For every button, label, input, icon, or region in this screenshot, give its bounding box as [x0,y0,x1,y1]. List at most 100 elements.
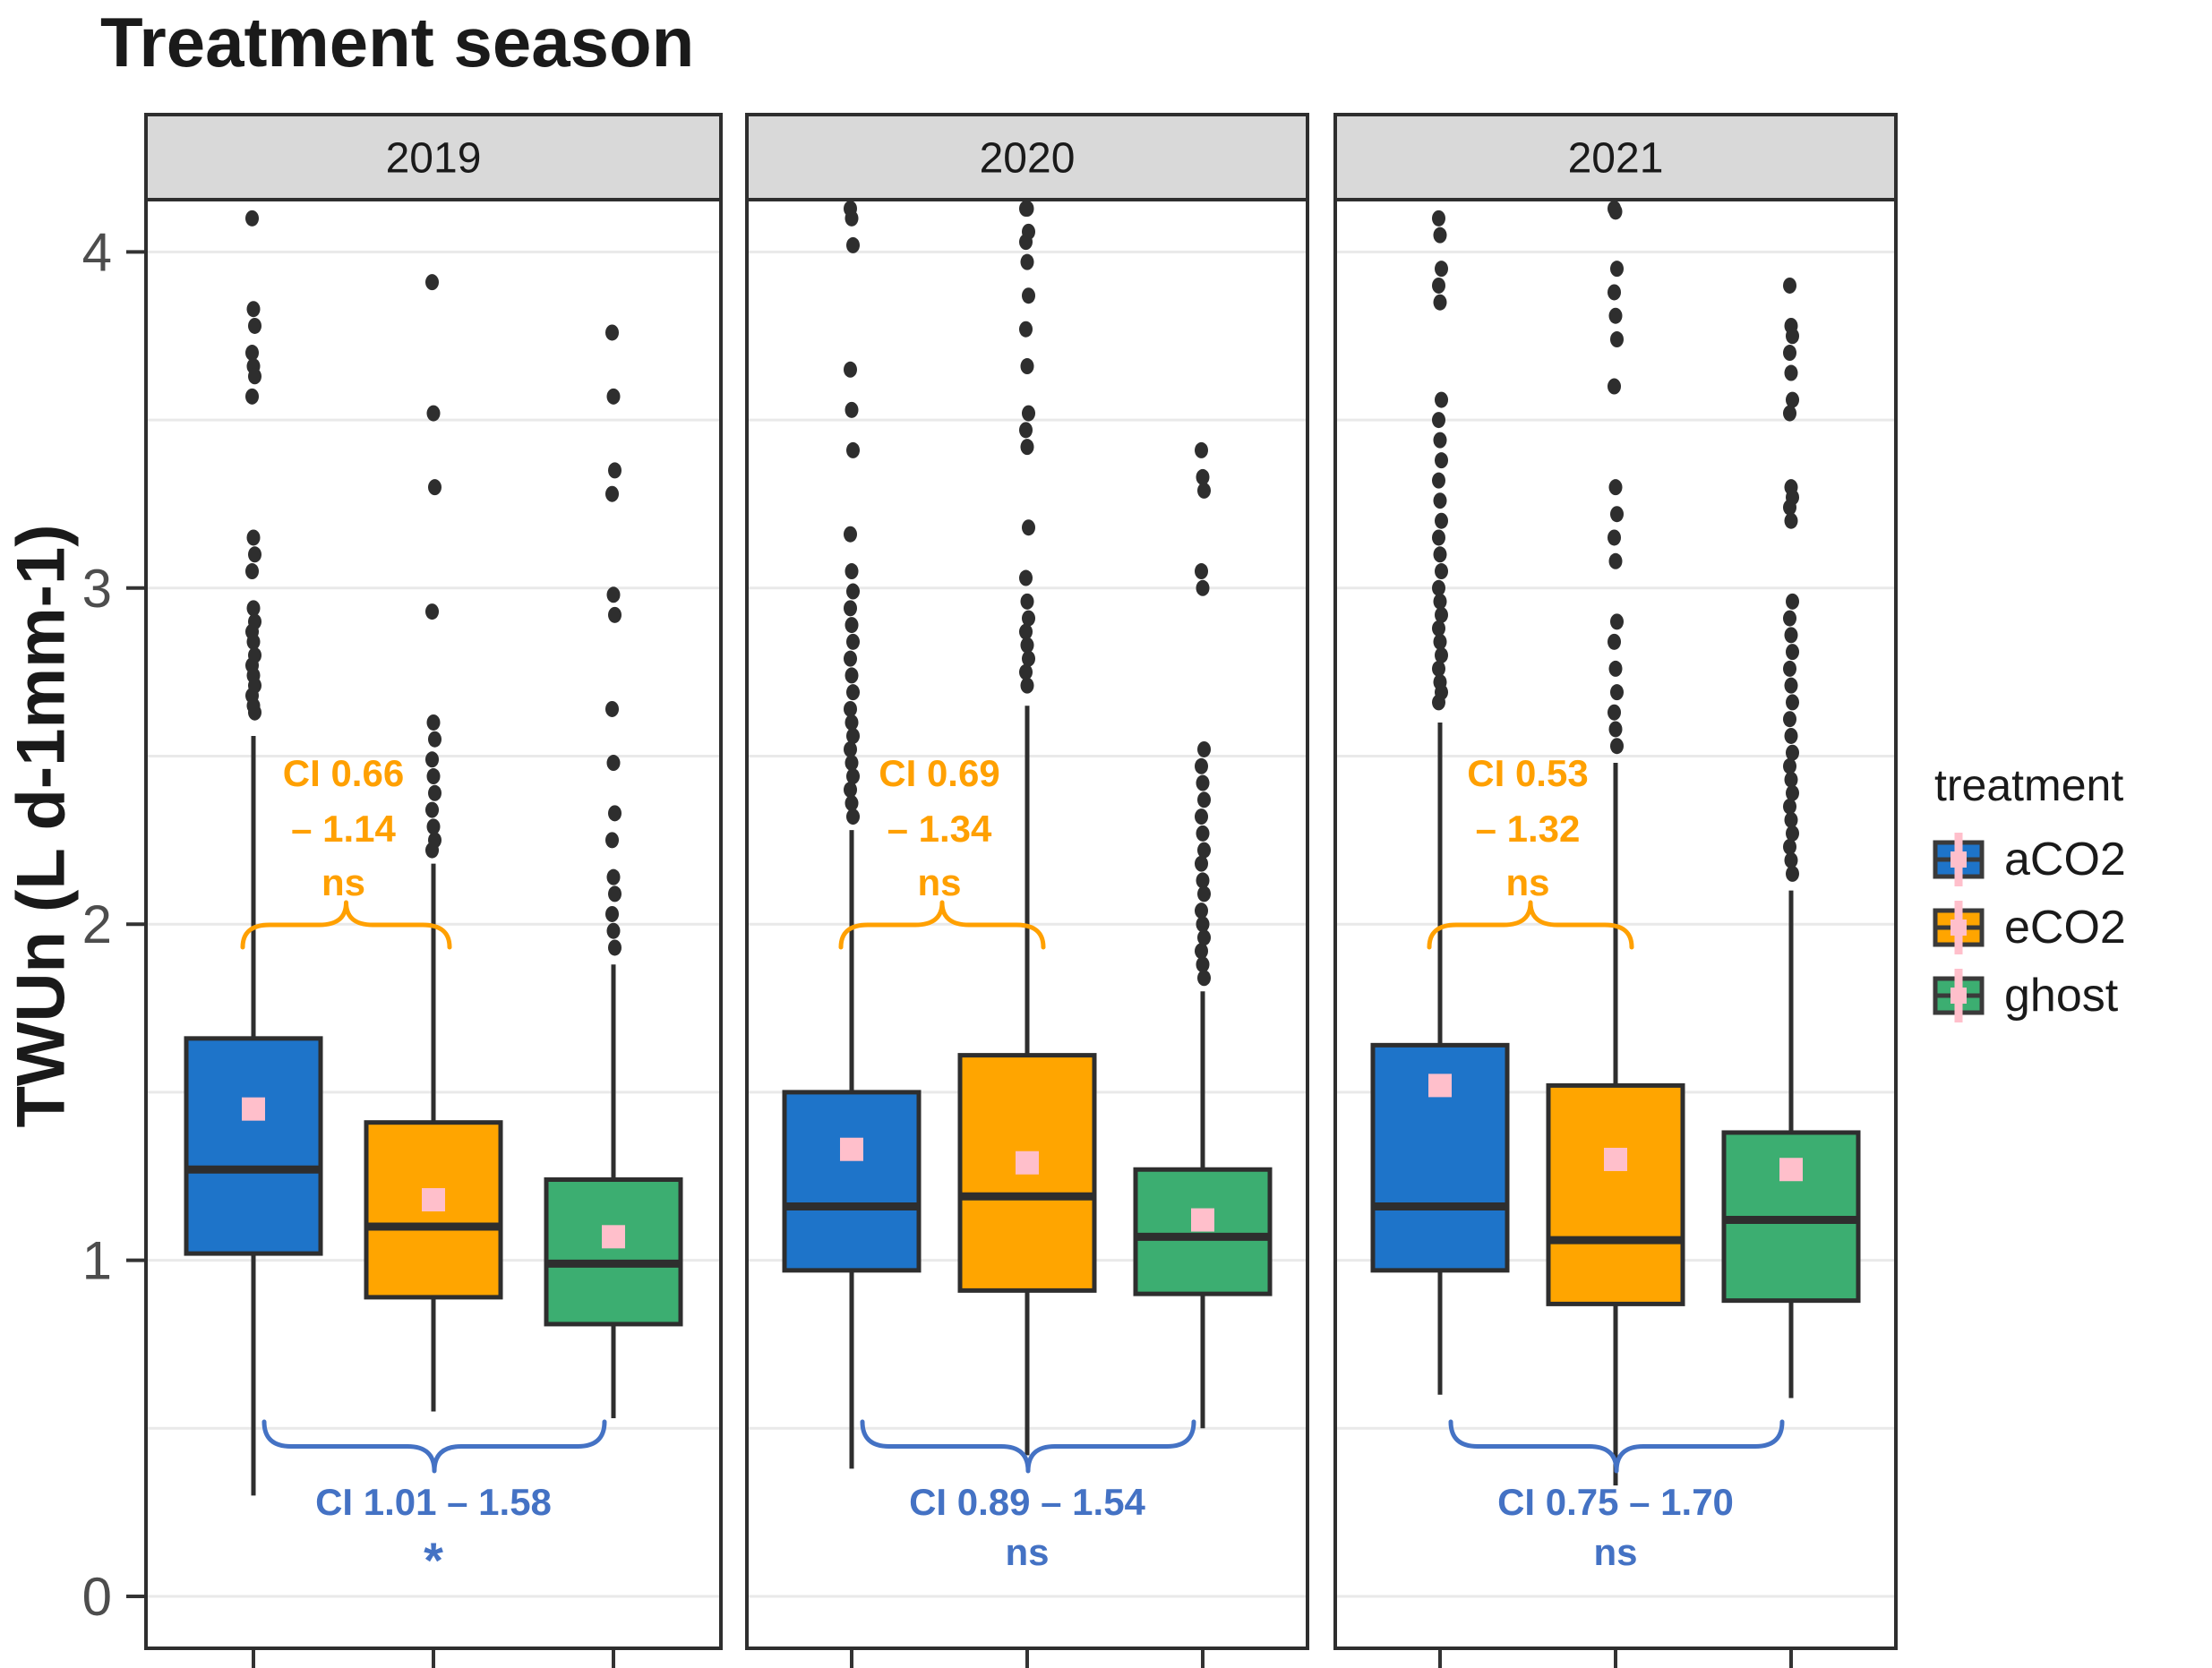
mean-marker [602,1225,625,1249]
key-mean-marker [1951,920,1967,936]
outlier-dot [1610,331,1624,348]
outlier-dot [608,606,622,623]
outlier-dot [1435,391,1448,408]
outlier-dot [1608,660,1623,677]
legend-item-label: ghost [2004,970,2119,1022]
legend: treatment aCO2 eCO2 ghost [1927,759,2126,1035]
boxplot-box-eCO2 [1546,1082,1685,1306]
outlier-dot [426,818,441,835]
outlier-dot [844,526,857,543]
outlier-dot [1608,633,1621,650]
outlier-dot [1022,519,1035,536]
outlier-dot [1608,529,1621,546]
outlier-dot [426,768,441,785]
outlier-dot [608,885,622,902]
outlier-dot [1019,234,1033,251]
outlier-dot [1435,261,1448,278]
legend-item-eco2[interactable]: eCO2 [1927,899,2126,956]
outlier-dot [246,301,261,318]
outlier-dot [1786,328,1799,345]
outlier-dot [845,210,859,227]
facet-strip-label: 2019 [386,135,482,183]
mean-marker [840,1137,863,1161]
outlier-dot [1195,757,1208,774]
facet-strip [1333,113,1898,201]
boxplot-box-aCO2 [184,1036,323,1256]
outlier-dot [1783,798,1796,815]
outlier-dot [608,462,622,479]
outlier-dot [1435,452,1448,469]
outlier-dot [1196,872,1210,889]
legend-item-aco2[interactable]: aCO2 [1927,831,2126,888]
outlier-dot [1020,439,1034,456]
outlier-dot [1608,284,1621,301]
outlier-dot [1786,744,1799,761]
outlier-dot [426,714,441,731]
key-mean-marker [1951,988,1967,1004]
outlier-dot [1019,623,1033,640]
outlier-dot [1022,287,1035,304]
significance-label-bottom: ns [1593,1531,1637,1573]
outlier-dot [1019,663,1033,680]
outlier-dot [425,801,439,818]
outlier-dot [844,361,857,378]
outlier-dot [1783,277,1796,294]
outlier-dot [1610,261,1624,278]
ci-label-bottom: CI 0.75 – 1.70 [1497,1481,1734,1523]
outlier-dot [1784,512,1798,529]
outlier-dot [1432,529,1445,546]
outlier-dot [1020,677,1034,694]
outlier-dot [1786,593,1799,610]
mean-marker [1779,1158,1803,1182]
legend-item-label: eCO2 [2004,902,2126,954]
outlier-dot [1022,405,1035,422]
legend-item-ghost[interactable]: ghost [1927,967,2126,1024]
outlier-dot [605,905,619,922]
boxplot-box-ghost [544,1177,683,1327]
outlier-dot [246,600,261,617]
outlier-dot [1196,774,1210,791]
outlier-dot [248,317,261,334]
outlier-dot [1197,929,1211,946]
outlier-dot [1433,593,1447,610]
outlier-dot [1195,563,1208,580]
outlier-dot [845,667,859,684]
significance-label-top: ns [1505,861,1549,903]
significance-label-top: ns [917,861,961,903]
outlier-dot [1435,646,1448,663]
facet-strip [144,113,723,201]
outlier-dot [845,755,859,772]
ci-brace-top [1427,900,1634,950]
outlier-dot [1432,210,1445,227]
outlier-dot [844,600,857,617]
ci-brace-bottom [1448,1419,1785,1474]
mean-marker [1428,1074,1452,1098]
outlier-dot [245,345,259,362]
outlier-dot [608,805,622,822]
outlier-dot [1195,943,1208,960]
outlier-dot [1197,885,1211,902]
boxplot-key-icon [1933,833,1985,886]
y-tick-label: 3 [82,559,112,619]
outlier-dot [1608,704,1621,721]
outlier-dot [1195,808,1208,825]
outlier-dot [246,633,261,650]
ci-brace-top [838,900,1046,950]
outlier-dot [846,808,860,825]
outlier-dot [1432,694,1445,711]
outlier-dot [248,368,261,385]
outlier-dot [1783,405,1796,422]
outlier-dot [846,583,860,600]
outlier-dot [1433,227,1447,244]
outlier-dot [844,740,857,757]
ci-label-top: – 1.34 [887,808,992,850]
outlier-dot [1020,201,1034,217]
boxplot-key-icon [1933,901,1985,954]
outlier-dot [1022,610,1035,627]
mean-marker [1016,1150,1039,1175]
outlier-dot [1019,569,1033,586]
outlier-dot [1432,660,1445,677]
outlier-dot [426,405,441,422]
outlier-dot [1783,757,1796,774]
outlier-dot [1608,307,1623,324]
